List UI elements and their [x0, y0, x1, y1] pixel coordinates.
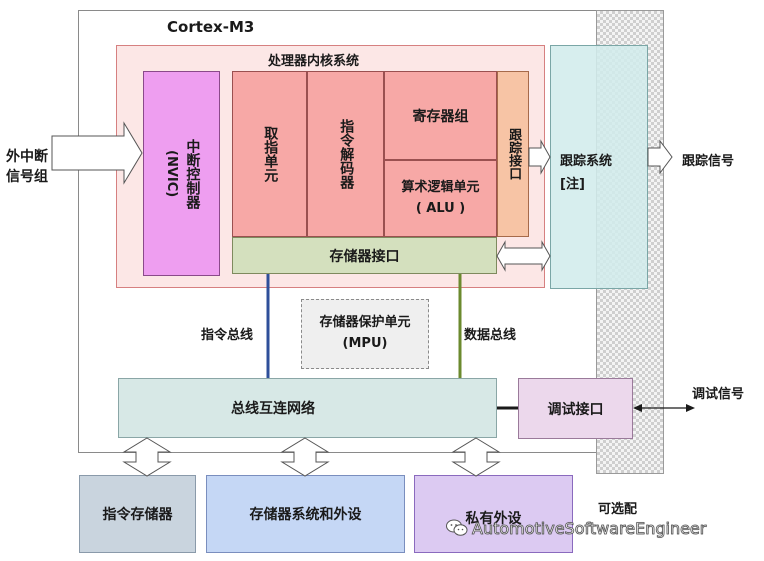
- nvic-abbr: (NVIC): [163, 149, 179, 198]
- trace-system-note: [注]: [560, 177, 585, 192]
- mpu-block: 存储器保护单元 (MPU): [301, 299, 429, 369]
- chip-title: Cortex-M3: [167, 18, 255, 36]
- instruction-memory: 指令存储器: [79, 475, 196, 553]
- debug-interface: 调试接口: [518, 378, 633, 439]
- fetch-unit-label: 取指单元: [262, 126, 279, 182]
- memory-system-and-peripherals: 存储器系统和外设: [206, 475, 405, 553]
- interrupt-input-arrow: [51, 121, 143, 185]
- bus-instr-mem-arrow: [122, 437, 172, 477]
- optional-label: 可选配: [598, 502, 638, 517]
- nvic-label: 中断控制器: [184, 138, 201, 209]
- instruction-decoder: 指令解码器: [307, 71, 384, 237]
- trace-system-label: 跟踪系统: [560, 154, 613, 169]
- mpu-abbr: (MPU): [342, 336, 388, 351]
- external-interrupts-label: 外中断: [6, 149, 48, 165]
- trace-interface-label: 跟踪接口: [506, 128, 522, 180]
- bus-matrix: 总线互连网络: [118, 378, 497, 438]
- nvic-block: 中断控制器 (NVIC): [143, 71, 220, 276]
- alu-abbr: ( ALU ): [415, 200, 466, 216]
- trace-interface: 跟踪接口: [497, 71, 529, 237]
- external-interrupts-label-2: 信号组: [6, 169, 48, 185]
- alu-label: 算术逻辑单元: [401, 179, 480, 195]
- data-bus-label: 数据总线: [464, 328, 517, 343]
- trace-signal-label: 跟踪信号: [682, 154, 735, 169]
- decoder-label: 指令解码器: [338, 119, 355, 189]
- bus-mem-periph-arrow: [280, 437, 330, 477]
- fetch-unit: 取指单元: [232, 71, 307, 237]
- core-system-title: 处理器内核系统: [268, 54, 360, 69]
- memory-interface: 存储器接口: [232, 237, 497, 274]
- alu-block: 算术逻辑单元 ( ALU ): [384, 160, 497, 237]
- watermark: AutomotiveSoftwareEngineer: [446, 516, 746, 540]
- memory-trace-bidir-arrow: [496, 240, 551, 272]
- mpu-label: 存储器保护单元: [319, 315, 411, 331]
- register-file: 寄存器组: [384, 71, 497, 160]
- trace-out-arrow: [647, 139, 673, 175]
- debug-signal-label: 调试信号: [692, 387, 745, 402]
- trace-link-arrow: [528, 139, 551, 175]
- private-peripherals: 私有外设: [414, 475, 573, 553]
- debug-arrow-right: [686, 404, 695, 412]
- trace-system: [550, 45, 648, 289]
- wechat-icon: [446, 519, 468, 536]
- bus-private-periph-arrow: [451, 437, 501, 477]
- instruction-bus-label: 指令总线: [201, 328, 254, 343]
- debug-arrow-left: [633, 404, 642, 412]
- watermark-text: AutomotiveSoftwareEngineer: [472, 518, 707, 538]
